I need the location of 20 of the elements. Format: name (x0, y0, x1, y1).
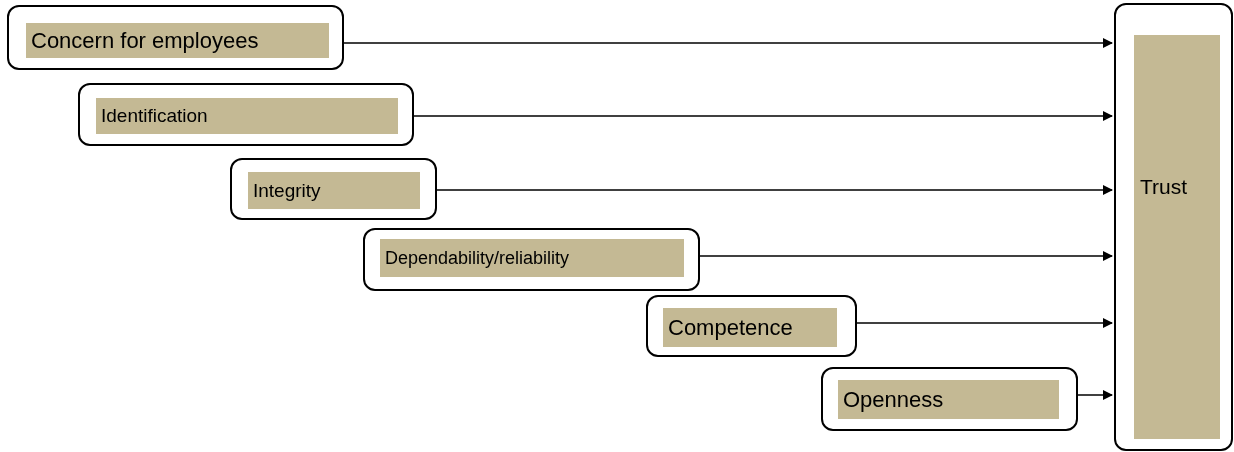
arrow (1077, 390, 1113, 400)
label-text: Concern for employees (26, 23, 329, 58)
rounded-box (78, 83, 414, 146)
label-text: Competence (663, 308, 837, 347)
arrow (856, 318, 1113, 328)
label-text: Dependability/reliability (380, 239, 684, 277)
rounded-box (363, 228, 700, 291)
arrow (436, 185, 1113, 195)
rounded-box (646, 295, 857, 357)
rounded-box (1114, 3, 1233, 451)
label-text: Integrity (248, 172, 420, 209)
rounded-box (7, 5, 344, 70)
label-text: Trust (1134, 35, 1220, 439)
arrow (413, 111, 1113, 121)
label-text: Openness (838, 380, 1059, 419)
rounded-box (230, 158, 437, 220)
arrow (699, 251, 1113, 261)
rounded-box (821, 367, 1078, 431)
arrow (343, 38, 1113, 48)
label-text: Identification (96, 98, 398, 134)
